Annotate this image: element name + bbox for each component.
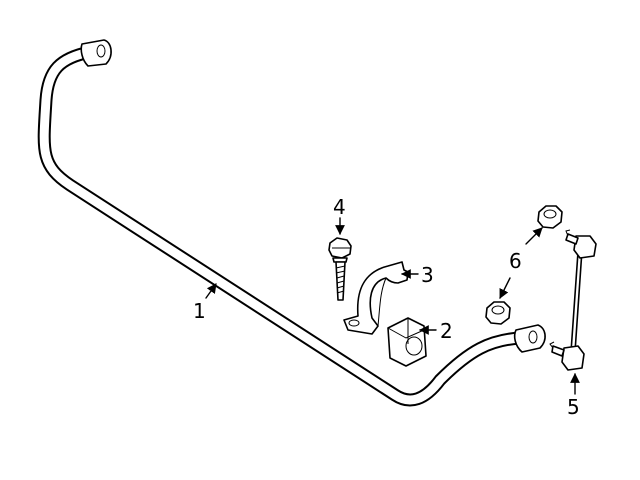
callout-3: 3: [421, 263, 434, 287]
callout-1: 1: [193, 299, 206, 323]
stabilizer-bar: [37, 39, 546, 407]
stabilizer-link: [549, 229, 597, 371]
bracket: [343, 261, 409, 335]
callout-4: 4: [333, 195, 346, 219]
callout-5: 5: [567, 395, 580, 419]
bolt: [328, 237, 352, 301]
bushing: [387, 317, 427, 367]
nut-upper: [537, 205, 563, 229]
nut-lower: [485, 301, 511, 325]
leader-lines: [205, 217, 580, 395]
callout-2: 2: [440, 319, 453, 343]
callout-6: 6: [509, 249, 522, 273]
